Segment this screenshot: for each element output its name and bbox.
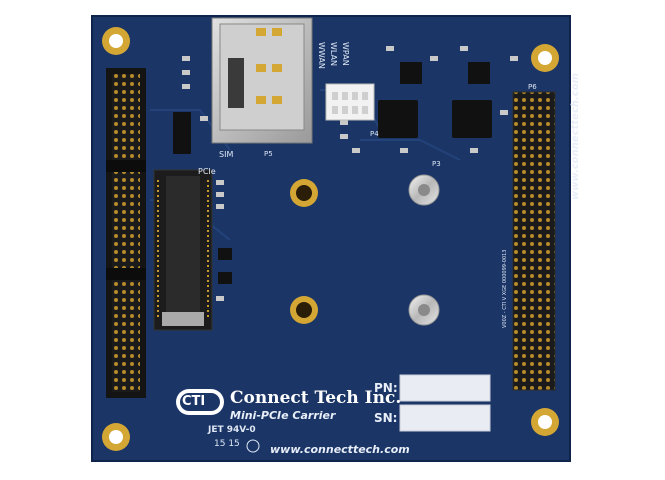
stack-connector [106,68,146,398]
standoff-gold-top [290,179,318,207]
sim-card-holder [211,17,313,144]
label-p5: P5 [264,150,273,158]
label-sim: SIM [219,150,234,159]
side-code: V00Z - CTI V XGE 000099-0013 [502,249,508,328]
mini-pcie-socket [153,169,213,331]
header-p4 [325,83,375,121]
sn-label-box [399,404,491,432]
label-p6: P6 [528,83,537,91]
standoff-gold-bottom [290,296,318,324]
recycle-mark [246,439,260,453]
product-name: Mini-PCIe Carrier [230,409,336,422]
passive-components [182,46,518,301]
cti-logo [176,389,224,415]
sn-label: SN: [374,411,398,425]
led-label-wwan: WWAN [317,42,326,69]
website-bottom: www.connecttech.com [270,443,410,456]
company-name: Connect Tech Inc. [230,388,402,408]
label-p3: P3 [432,160,441,168]
standoff-silver-top [408,174,440,206]
ic-chips [173,62,492,284]
mounting-hole-top-left [102,27,130,55]
led-label-wlan: WLAN [329,42,338,67]
label-p4: P4 [370,130,379,138]
header-p6 [512,91,556,391]
date-code: 15 15 [214,439,240,449]
led-label-wpan: WPAN [341,42,350,66]
logo-mark-text: CTI [182,394,206,409]
website-side: www.connecttech.com [570,72,581,200]
label-pcie: PCIe [198,167,216,176]
pn-label-box [399,374,491,402]
mounting-hole-top-right [531,44,559,72]
mounting-hole-bottom-left [102,423,130,451]
pn-label: PN: [374,381,398,395]
cert-mark: JET 94V-0 [208,425,256,435]
mounting-hole-bottom-right [531,408,559,436]
standoff-silver-bottom [408,294,440,326]
